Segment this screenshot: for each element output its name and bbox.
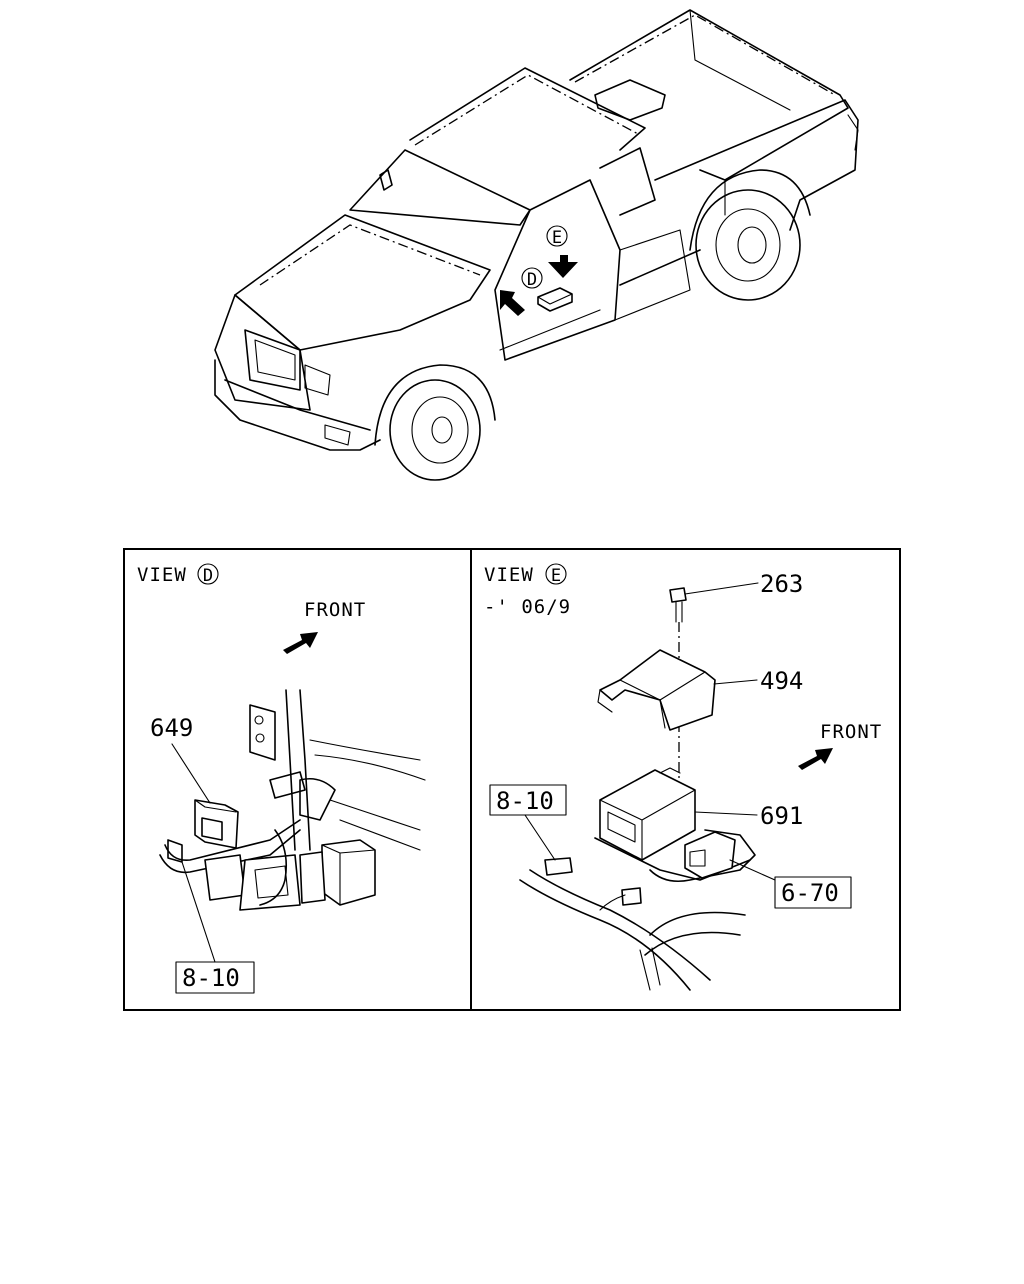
view-d-title: VIEW	[137, 564, 187, 586]
view-e-marker: E	[551, 566, 561, 586]
view-e-date-range: -' 06/9	[484, 596, 571, 618]
view-d-marker-overview: D	[527, 270, 537, 290]
front-arrow-icon	[798, 748, 833, 770]
view-e-front-label: FRONT	[820, 721, 882, 743]
ref-8-10-callout-e: 8-10	[496, 787, 554, 815]
part-649-callout: 649	[150, 714, 193, 742]
view-d-front-label: FRONT	[304, 599, 366, 621]
ref-6-70-callout: 6-70	[781, 879, 839, 907]
view-d-marker: D	[203, 566, 213, 586]
view-d-panel: VIEW D FRONT 649 8-10	[137, 563, 426, 994]
part-263-callout: 263	[760, 570, 803, 598]
ref-8-10-callout-d: 8-10	[182, 964, 240, 992]
part-494-callout: 494	[760, 667, 803, 695]
truck-illustration: E D	[214, 9, 859, 481]
view-e-marker-overview: E	[552, 228, 562, 248]
front-arrow-icon	[283, 632, 318, 654]
view-e-panel: VIEW E -' 06/9 FRONT	[484, 563, 882, 991]
detail-views-frame	[123, 548, 901, 1011]
view-e-title: VIEW	[484, 564, 534, 586]
part-691-callout: 691	[760, 802, 803, 830]
